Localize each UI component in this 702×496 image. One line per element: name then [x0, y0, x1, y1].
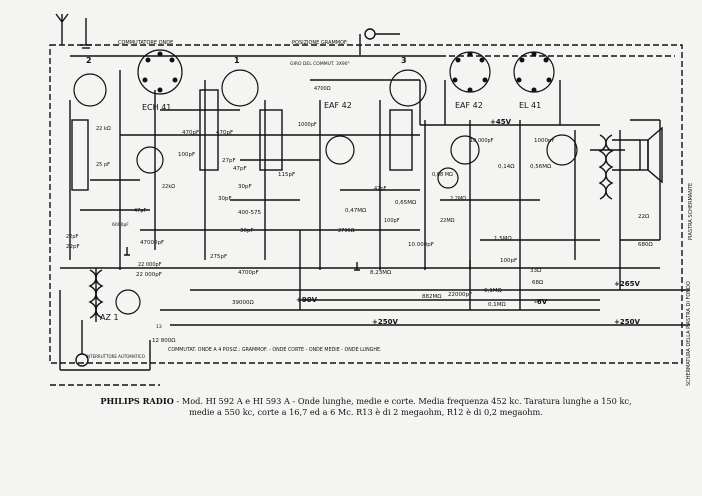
grammofono-label: POSIZIONE GRAMMOF. [292, 40, 348, 46]
component-label: 8,23MΩ [370, 270, 391, 276]
component-label: 882MΩ [422, 294, 441, 300]
component-label: 1000pF [298, 122, 317, 128]
component-label: 47pF [233, 166, 247, 172]
socket-switch-3 [389, 69, 427, 107]
component-label: 0,56MΩ [530, 164, 551, 170]
socket-pins [142, 51, 552, 93]
socket-switch-2 [73, 73, 107, 107]
component-label: 2,2MΩ [450, 196, 466, 202]
chassis-outline [49, 44, 683, 364]
tube-eaf42a [325, 135, 355, 165]
component-label: 470pF [182, 130, 199, 136]
component-label: 0,1MΩ [484, 288, 502, 294]
component-label: 22pF [66, 244, 80, 250]
component-label: 27pF [222, 158, 236, 164]
tube-detector [437, 167, 459, 189]
component-label: 30pF [240, 228, 254, 234]
voltage-label: -6V [534, 298, 548, 306]
component-label: 12 800Ω [152, 338, 175, 344]
voltage-label: +250V [372, 318, 398, 326]
tube-el41 [546, 134, 578, 166]
commutator-label: COMMUTATORE ONDE [118, 40, 173, 46]
schermatura-label: SCHERMATURA DELLA PIASTRA DI FONDO [686, 281, 692, 386]
interruttore-label: INTERRUTTORE AUTOMATICO [86, 354, 145, 359]
component-label: 68Ω [532, 280, 543, 286]
component-label: 4700pF [238, 270, 259, 276]
component-label: 10.000pF [408, 242, 434, 248]
component-label: 0,68 MΩ [432, 172, 453, 178]
voltage-label: +250V [614, 318, 640, 326]
component-label: 30pF [218, 196, 232, 202]
component-label: 100pF [384, 218, 400, 224]
component-label: 13 [156, 324, 162, 330]
tube-label-az1: AZ 1 [100, 313, 119, 322]
switch-row-label: COMMUTAT. ONDE A 4 POSIZ.: GRAMMOF. - ON… [168, 347, 382, 353]
socket-ech41 [137, 49, 183, 95]
component-label: 47000pF [140, 240, 164, 246]
tube-eaf42b [450, 135, 480, 165]
component-label: 0,47MΩ [345, 208, 366, 214]
component-label: 115pF [278, 172, 295, 178]
component-label: 22 kΩ [96, 126, 111, 132]
component-label: 2700Ω [338, 228, 355, 234]
component-label: 0,65MΩ [395, 200, 416, 206]
component-label: 39000Ω [232, 300, 254, 306]
switch-position-2: 2 [86, 56, 92, 65]
component-label: 275pF [210, 254, 227, 260]
caption: PHILIPS RADIO - Mod. HI 592 A e HI 593 A… [96, 396, 636, 418]
component-labels: 470pF 100pF 47pF 470pF 27pF 30pF 115pF 3… [66, 86, 653, 344]
tube-label-eaf42a: EAF 42 [324, 101, 352, 110]
component-label: 6000pF [112, 222, 129, 228]
switch-position-3: 3 [401, 56, 407, 65]
component-label: 22Ω [638, 214, 649, 220]
voltage-labels: +45V +90V +250V +265V +250V -6V [296, 118, 640, 326]
voltage-label: +265V [614, 280, 640, 288]
component-label: 25 pF [96, 162, 110, 168]
switch-position-1: 1 [234, 56, 240, 65]
component-label: 47pF [374, 186, 387, 192]
component-label: 1,5MΩ [494, 236, 512, 242]
socket-switch-1 [221, 69, 259, 107]
component-label: 1000pF [534, 138, 555, 144]
voltage-label: +45V [490, 118, 512, 126]
component-label: 0,14Ω [498, 164, 514, 170]
component-label: 22000pF [448, 292, 472, 298]
tube-ech41 [136, 146, 164, 174]
component-label: 22pF [66, 234, 79, 240]
component-label: 0,1MΩ [488, 302, 506, 308]
component-label: 47pF [134, 208, 147, 214]
tube-label-el41: EL 41 [519, 101, 541, 110]
component-label: 680Ω [638, 242, 653, 248]
component-label: 22MΩ [440, 218, 455, 224]
component-label: 100pF [500, 258, 517, 264]
platina-label: PIASTRA SCHERMANTE [688, 182, 694, 240]
component-label: 22 000pF [138, 262, 162, 268]
caption-brand: PHILIPS RADIO [100, 396, 174, 406]
component-label: 470pF [216, 130, 233, 136]
socket-eaf42b [449, 51, 491, 93]
component-label: 100pF [178, 152, 195, 158]
tube-az1 [115, 289, 141, 315]
component-label: 33Ω [530, 268, 541, 274]
component-label: 10 000pF [470, 138, 494, 144]
component-label: 4700Ω [314, 86, 331, 92]
voltage-label: +90V [296, 296, 318, 304]
tube-label-ech41: ECH 41 [142, 103, 171, 112]
socket-el41 [513, 51, 555, 93]
schematic-wiring [49, 13, 690, 386]
tube-label-eaf42b: EAF 42 [455, 101, 483, 110]
component-label: 400-575 [238, 210, 261, 216]
caption-text: - Mod. HI 592 A e HI 593 A - Onde lunghe… [173, 396, 632, 417]
component-label: 22kΩ [162, 184, 175, 190]
component-label: 30pF [238, 184, 252, 190]
rotation-label: GIRO DEL COMMUT. 3X90° [290, 61, 350, 67]
component-label: 22 000pF [136, 272, 162, 278]
